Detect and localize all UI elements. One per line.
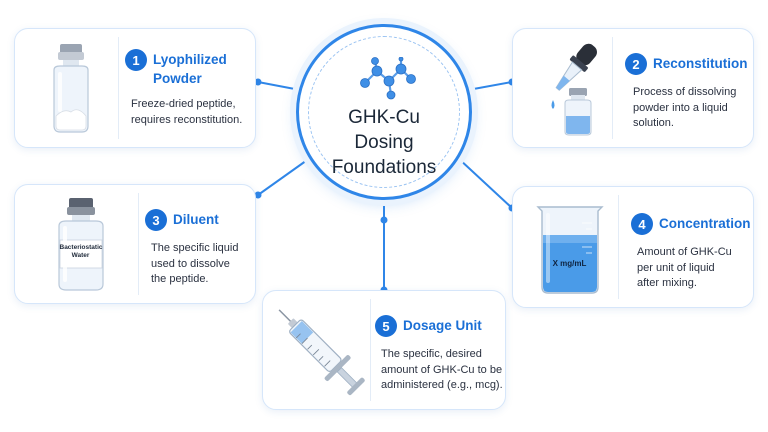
beaker-icon xyxy=(535,206,604,294)
card-desc-line: after mixing. xyxy=(637,277,697,289)
card-desc-line: requires reconstitution. xyxy=(131,113,243,126)
card-desc-line: amount of GHK-Cu to be xyxy=(381,363,503,376)
bacteriostatic-water-vial: Bacteriostatic Water xyxy=(53,196,109,292)
hub-title: GHK-Cu Dosing Foundations xyxy=(299,105,469,180)
card-title-line: Dosage Unit xyxy=(403,318,482,333)
card-title-line: Concentration xyxy=(659,216,751,231)
syringe-icon xyxy=(278,309,365,396)
card-concentration: X mg/mL 4 Concentration Amount of GHK-Cu… xyxy=(512,186,754,308)
card-title: Diluent xyxy=(173,210,219,229)
card-illustration: Bacteriostatic Water xyxy=(23,193,139,295)
step-number-badge: 1 xyxy=(125,49,147,71)
card-illustration xyxy=(521,37,613,139)
card-title: Reconstitution xyxy=(653,54,748,73)
card-desc-line: per unit of liquid xyxy=(637,261,715,274)
step-number-badge: 2 xyxy=(625,53,647,75)
card-title-line: Diluent xyxy=(173,212,219,227)
powder-vial-icon xyxy=(52,44,89,133)
step-number-badge: 4 xyxy=(631,213,653,235)
beaker: X mg/mL xyxy=(530,199,610,295)
card-title: Concentration xyxy=(659,214,751,233)
card-description: Freeze-dried peptide, requires reconstit… xyxy=(131,97,242,128)
hub-title-line: GHK-Cu xyxy=(348,107,420,128)
card-desc-line: the peptide. xyxy=(151,273,209,285)
card-desc-line: powder into a liquid xyxy=(633,101,728,114)
vial-label-line: Bacteriostatic xyxy=(59,244,103,251)
card-title-line: Powder xyxy=(153,71,202,86)
card-desc-line: The specific liquid xyxy=(151,242,239,254)
card-description: Process of dissolving powder into a liqu… xyxy=(633,85,736,132)
card-desc-line: solution. xyxy=(633,117,674,129)
card-title: Dosage Unit xyxy=(403,316,482,335)
vial-icon xyxy=(57,198,104,291)
card-lyophilized-powder: 1 Lyophilized Powder Freeze-dried peptid… xyxy=(14,28,256,148)
central-hub: GHK-Cu Dosing Foundations xyxy=(296,24,472,200)
step-number-badge: 5 xyxy=(375,315,397,337)
hub-title-line: Foundations xyxy=(331,157,437,178)
card-title-line: Reconstitution xyxy=(653,56,748,71)
card-description: Amount of GHK-Cu per unit of liquid afte… xyxy=(637,245,732,292)
card-title: Lyophilized Powder xyxy=(153,50,227,88)
card-desc-line: The specific, desired xyxy=(381,348,482,360)
beaker-label: X mg/mL xyxy=(552,259,587,268)
card-title-line: Lyophilized xyxy=(153,52,227,67)
card-desc-line: Freeze-dried peptide, xyxy=(131,98,236,110)
molecule-icon xyxy=(360,57,416,100)
vial-label-line: Water xyxy=(71,252,90,259)
card-description: The specific, desired amount of GHK-Cu t… xyxy=(381,347,503,394)
card-desc-line: used to dissolve xyxy=(151,257,230,270)
card-description: The specific liquid used to dissolve the… xyxy=(151,241,238,288)
vial-label: Bacteriostatic Water xyxy=(59,244,103,260)
card-desc-line: Amount of GHK-Cu xyxy=(637,246,732,258)
card-illustration xyxy=(271,299,371,401)
card-diluent: Bacteriostatic Water 3 Diluent The speci… xyxy=(14,184,256,304)
card-desc-line: administered (e.g., mcg). xyxy=(381,379,503,391)
card-illustration xyxy=(23,37,119,139)
dropper-and-vial-icon xyxy=(551,43,597,136)
card-desc-line: Process of dissolving xyxy=(633,86,737,98)
hub-inner-ring xyxy=(308,36,460,188)
card-illustration: X mg/mL xyxy=(521,195,619,299)
step-number-badge: 3 xyxy=(145,209,167,231)
card-reconstitution: 2 Reconstitution Process of dissolving p… xyxy=(512,28,754,148)
hub-title-line: Dosing xyxy=(354,132,414,153)
card-dosage-unit: 5 Dosage Unit The specific, desired amou… xyxy=(262,290,506,410)
